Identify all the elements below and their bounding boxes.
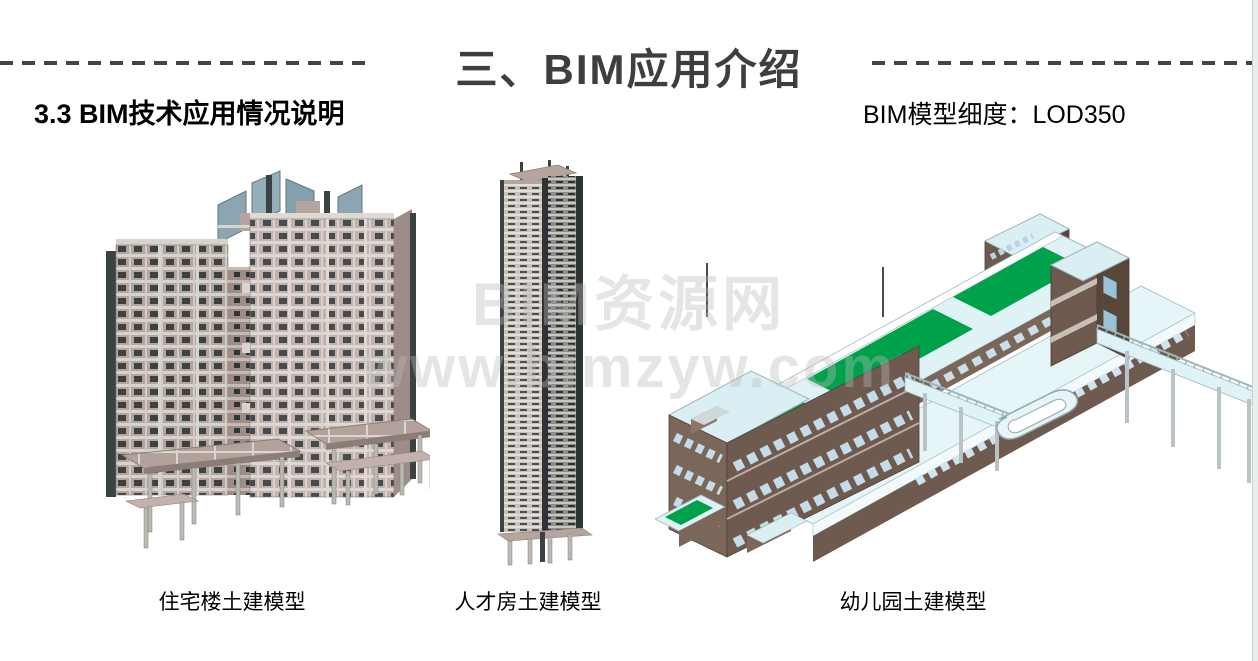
slide-title: 三、BIM应用介绍: [455, 46, 803, 93]
lod-level-note: BIM模型细度：LOD350: [863, 101, 1126, 129]
talent-housing-model-illustration: [482, 160, 602, 572]
green-roof-strip: [807, 309, 973, 399]
residential-model-illustration: [100, 163, 430, 573]
divider-dash-left: [0, 61, 366, 65]
divider-dash-right: [872, 61, 1252, 65]
caption-residential-model: 住宅楼土建模型: [158, 591, 306, 614]
scrollbar-track[interactable]: [1252, 0, 1258, 661]
caption-talent-housing-model: 人才房土建模型: [454, 591, 602, 614]
kindergarten-model-illustration: [655, 205, 1255, 575]
green-roof-strip: [953, 247, 1081, 316]
caption-kindergarten-model: 幼儿园土建模型: [839, 591, 987, 614]
section-subtitle: 3.3 BIM技术应用情况说明: [34, 99, 345, 129]
